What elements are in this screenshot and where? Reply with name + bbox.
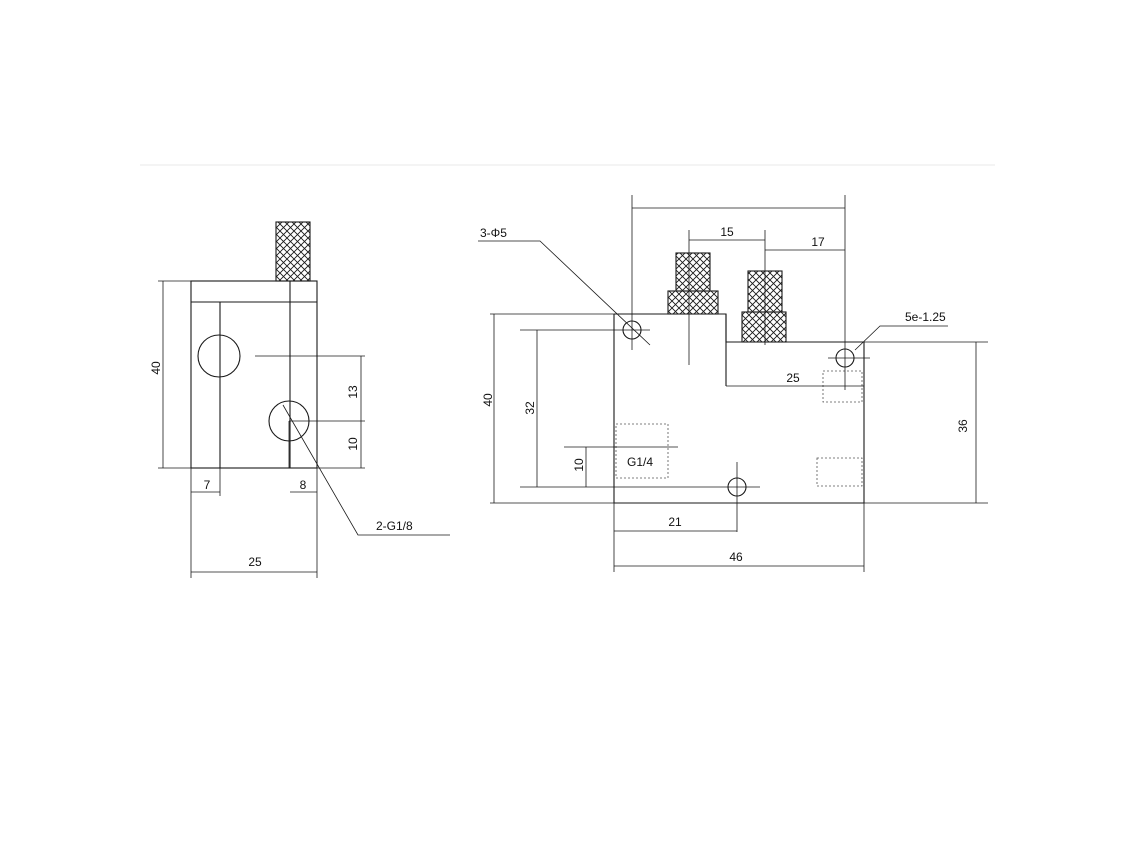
front-dim-46: 46 [729,550,743,564]
side-dim-40: 40 [149,361,163,375]
front-view: G1/4 15 17 3-Φ5 5e-1.25 25 40 32 [478,195,988,572]
side-upper-port-circle [197,334,241,378]
side-body-outline [190,280,318,469]
front-screw-leader [854,325,948,351]
front-hidden-port-right-bottom [816,457,863,487]
front-dim-17: 17 [811,235,825,249]
side-dim-7: 7 [204,478,211,492]
front-dim-40: 40 [481,393,495,407]
front-dim-10: 10 [572,458,586,472]
side-dim-25: 25 [248,555,262,569]
front-dim-32: 32 [523,401,537,415]
front-fitting-right-nut [741,311,787,343]
front-dim-21: 21 [668,515,682,529]
side-dim-10: 10 [346,437,360,451]
front-holes-label: 3-Φ5 [480,226,507,240]
front-hidden-port-right-top [822,370,863,403]
side-knurled-fitting [275,221,311,282]
front-fitting-left-knurl [675,252,711,292]
front-port-label: G1/4 [627,455,653,469]
side-port-label: 2-G1/8 [376,519,413,533]
front-fitting-left-nut [667,290,719,315]
front-dim-15: 15 [720,225,734,239]
front-dim-25: 25 [786,371,800,385]
front-body-outline [613,313,865,504]
side-dim-13: 13 [346,385,360,399]
front-hidden-port-left [615,423,669,479]
front-screw-label: 5e-1.25 [905,310,946,324]
side-dim-8: 8 [300,478,307,492]
front-dim-36: 36 [956,419,970,433]
side-view: 40 13 10 7 8 25 2-G1/8 [149,221,450,578]
side-port-leader [282,404,450,536]
front-holes-leader [478,240,651,346]
